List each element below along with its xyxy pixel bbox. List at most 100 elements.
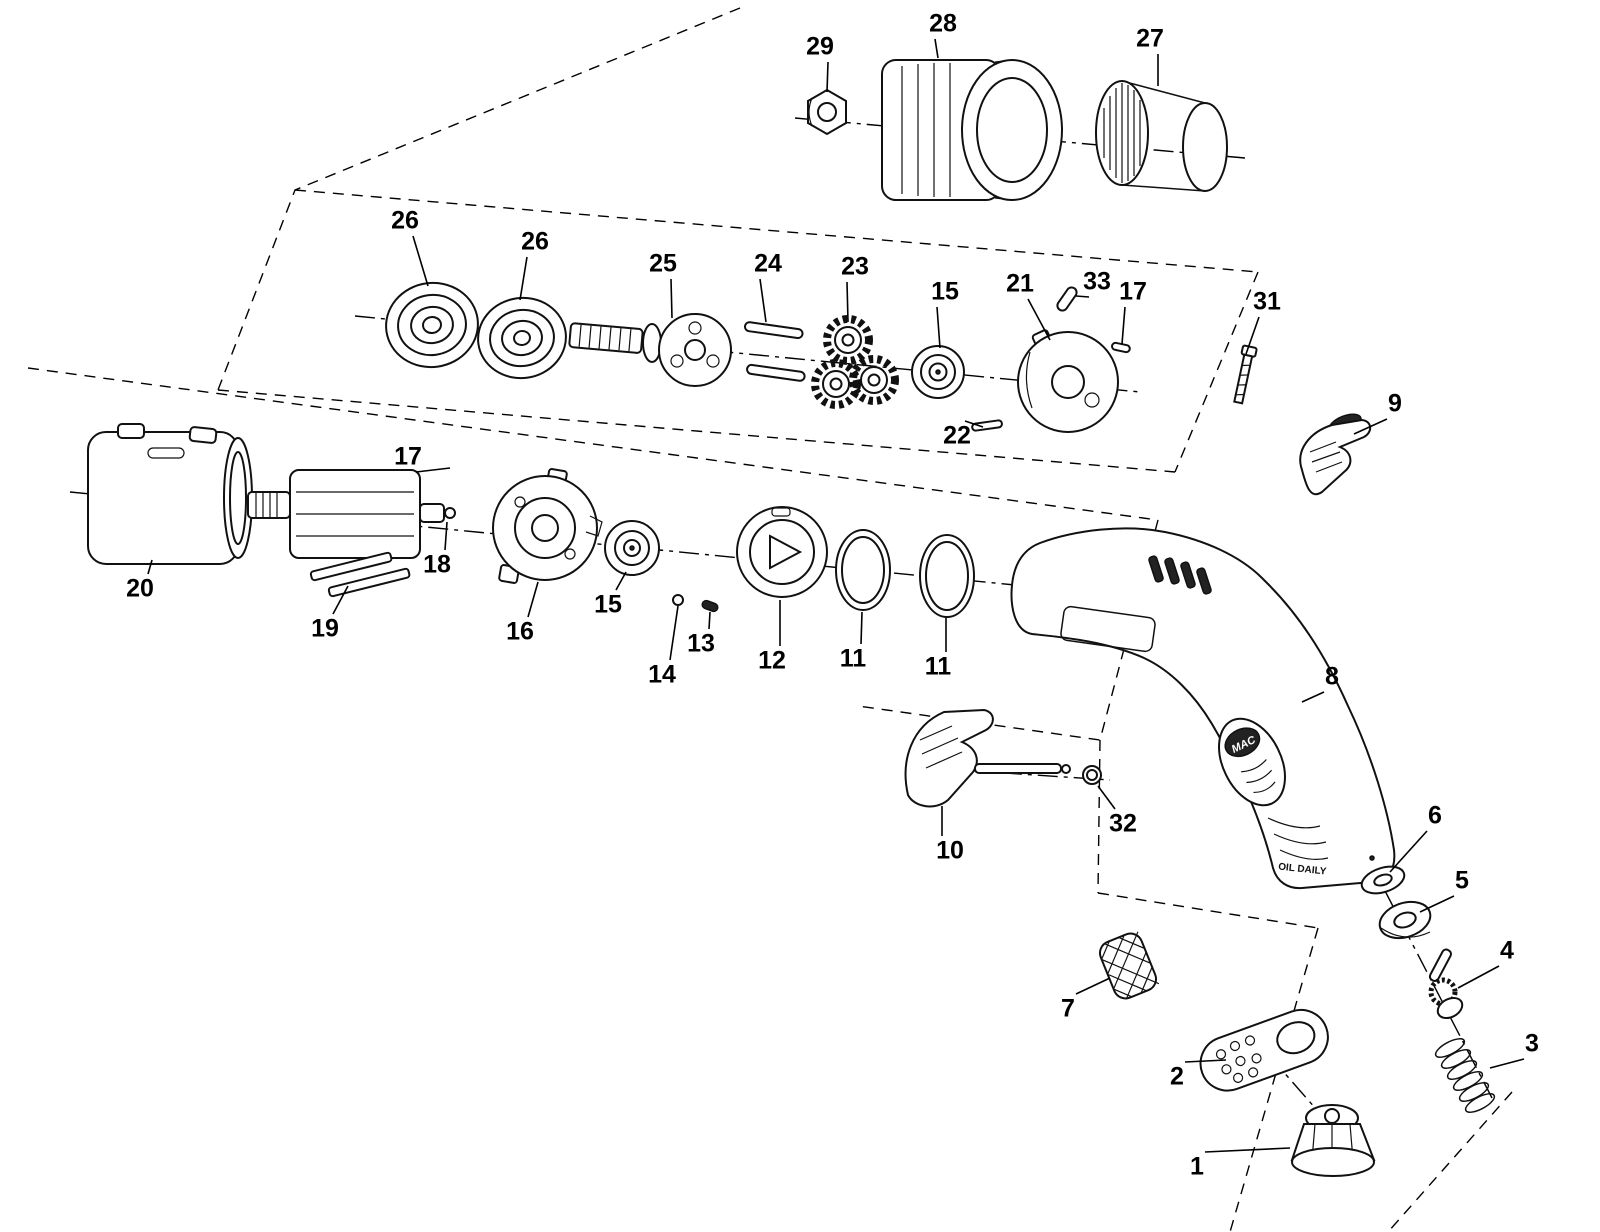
leader-line-13	[708, 611, 711, 630]
leader-line-25	[670, 278, 673, 319]
part-label-24: 24	[754, 250, 782, 278]
part-label-8: 8	[1325, 663, 1339, 691]
leader-line-17	[415, 467, 451, 473]
part-1-inlet-cap	[1290, 1104, 1376, 1177]
leader-line-26	[519, 256, 528, 301]
part-29-nut	[807, 88, 847, 136]
leader-line-22	[964, 420, 984, 428]
leader-line-6	[1389, 830, 1428, 873]
part-22-pin	[971, 419, 1003, 432]
part-label-23: 23	[841, 253, 869, 281]
part-label-27: 27	[1136, 25, 1164, 53]
part-27-sleeve	[1095, 80, 1228, 192]
leader-line-32	[1097, 785, 1116, 810]
exhaust-slots	[1148, 555, 1212, 595]
part-label-33: 33	[1083, 268, 1111, 296]
part-label-19: 19	[311, 615, 339, 643]
part-label-7: 7	[1061, 995, 1075, 1023]
leader-line-3	[1489, 1058, 1525, 1069]
leader-line-15	[936, 306, 941, 349]
part-label-31: 31	[1253, 288, 1281, 316]
part-label-3: 3	[1525, 1030, 1539, 1058]
leader-line-26	[412, 235, 429, 287]
part-8-tool-body: MAC OIL DAILY	[1010, 527, 1396, 890]
leader-line-28	[934, 38, 939, 59]
part-label-17: 17	[394, 443, 422, 471]
part-11-o-ring-a	[835, 529, 891, 611]
part-5-bearing-small	[1378, 900, 1432, 940]
part-7-muffler	[1098, 931, 1160, 1000]
part-21-cam-plate	[1017, 329, 1119, 433]
leader-line-17	[1121, 306, 1126, 345]
leader-line-11	[860, 611, 863, 645]
part-label-6: 6	[1428, 802, 1442, 830]
part-14-ball	[672, 594, 684, 606]
part-label-22: 22	[943, 422, 971, 450]
part-28-chuck-body	[881, 59, 1063, 201]
part-label-32: 32	[1109, 810, 1137, 838]
leader-line-16	[527, 581, 539, 618]
part-label-14: 14	[648, 661, 676, 689]
labels-layer: 29 28 27 26 26 25 24 23 15 21 33 17 31 9 22 17 20 1 8 19 16 1…	[126, 10, 1539, 1181]
part-23-planet-gears	[811, 315, 899, 409]
leader-line-7	[1075, 977, 1111, 995]
leader-line-8	[1301, 691, 1325, 703]
part-label-1: 1	[1190, 1153, 1204, 1181]
part-15-bearing-lower	[604, 520, 660, 576]
part-label-16: 16	[506, 618, 534, 646]
part-13-pin	[701, 599, 719, 613]
part-label-26: 26	[391, 207, 419, 235]
part-label-17: 17	[1119, 278, 1147, 306]
leader-line-20	[147, 559, 153, 575]
leader-line-4	[1457, 965, 1500, 989]
part-label-28: 28	[929, 10, 957, 38]
part-33-pin	[1056, 286, 1078, 312]
leader-line-14	[669, 605, 679, 661]
leader-line-23	[846, 281, 849, 323]
part-11-o-ring-b	[919, 534, 975, 618]
part-19-rotor-and-vanes	[247, 469, 456, 598]
leader-line-29	[826, 61, 829, 93]
part-label-11: 11	[840, 645, 867, 673]
part-12-valve-plate	[736, 506, 828, 598]
part-label-10: 10	[936, 837, 964, 865]
part-label-13: 13	[687, 630, 715, 658]
part-label-5: 5	[1455, 867, 1469, 895]
leader-line-9	[1353, 418, 1388, 435]
part-9-throttle-lever	[1299, 413, 1372, 496]
part-26-bearing-a	[385, 281, 479, 369]
part-17-pin-upper	[1111, 341, 1131, 354]
part-label-15: 15	[931, 278, 959, 306]
part-label-12: 12	[758, 647, 786, 675]
part-label-4: 4	[1500, 937, 1514, 965]
leader-line-5	[1419, 895, 1455, 913]
part-4-valve-stem	[1428, 948, 1464, 1020]
leader-line-33	[1075, 295, 1090, 298]
part-label-21: 21	[1006, 270, 1034, 298]
part-32-o-ring-small	[1082, 765, 1102, 785]
leader-line-31	[1245, 316, 1260, 355]
part-label-26: 26	[521, 228, 549, 256]
part-6-washer	[1360, 855, 1406, 895]
leader-line-2	[1184, 1059, 1227, 1063]
leader-line-15	[615, 571, 627, 591]
part-10-trigger	[904, 708, 1071, 808]
part-label-29: 29	[806, 33, 834, 61]
part-label-25: 25	[649, 250, 677, 278]
part-label-15: 15	[594, 591, 622, 619]
leader-line-24	[759, 278, 767, 323]
part-26-bearing-b	[477, 296, 567, 380]
brand-logo-oval: MAC	[1218, 717, 1286, 807]
part-24-pins	[743, 321, 806, 382]
body-marking-text: OIL DAILY	[1278, 862, 1328, 878]
part-3-spring	[1434, 1038, 1496, 1113]
part-label-20: 20	[126, 575, 154, 603]
part-label-11: 11	[925, 653, 952, 681]
part-16-end-plate	[492, 468, 603, 584]
part-31-screw	[1233, 344, 1258, 405]
leader-line-21	[1027, 298, 1051, 341]
part-20-motor-housing	[87, 423, 253, 565]
part-label-9: 9	[1388, 390, 1402, 418]
